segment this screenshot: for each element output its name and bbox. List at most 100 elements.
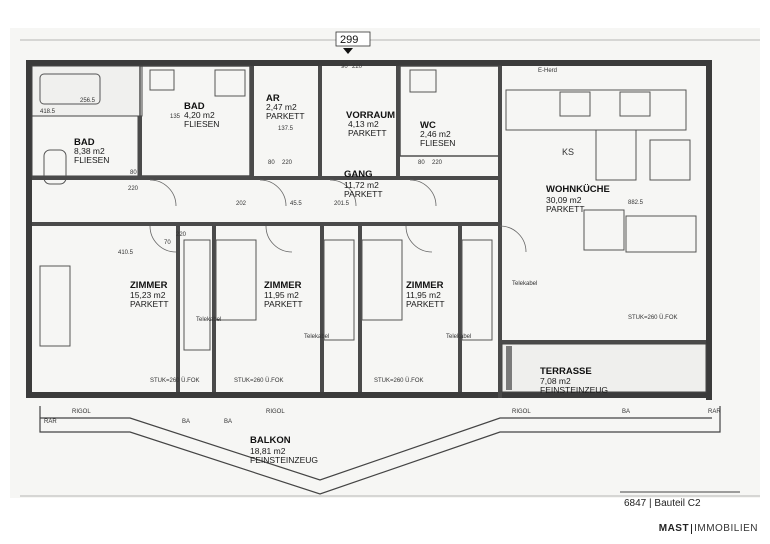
scale-ticks xyxy=(20,39,760,497)
service-band xyxy=(31,65,501,185)
internal-walls xyxy=(32,66,706,398)
telekabel-label-4: Telekabel xyxy=(446,334,471,340)
svg-text:FEINSTEINZEUG: FEINSTEINZEUG xyxy=(250,455,318,465)
svg-text:418.5: 418.5 xyxy=(40,109,56,115)
svg-text:FLIESEN: FLIESEN xyxy=(184,119,219,129)
svg-text:FLIESEN: FLIESEN xyxy=(420,138,455,148)
logo-divider xyxy=(691,523,693,534)
svg-text:80: 80 xyxy=(418,160,425,166)
svg-text:80: 80 xyxy=(130,170,137,176)
svg-text:2,47 m2: 2,47 m2 xyxy=(266,102,297,112)
svg-text:7,08 m2: 7,08 m2 xyxy=(540,376,571,386)
room-bad-2: BAD 8,38 m2 FLIESEN xyxy=(74,137,109,165)
svg-text:FLIESEN: FLIESEN xyxy=(74,155,109,165)
svg-text:2,46 m2: 2,46 m2 xyxy=(420,129,451,139)
svg-text:PARKETT: PARKETT xyxy=(546,204,585,214)
svg-text:BAD: BAD xyxy=(184,101,205,112)
svg-text:PARKETT: PARKETT xyxy=(264,299,303,309)
svg-text:PARKETT: PARKETT xyxy=(344,189,383,199)
svg-text:WC: WC xyxy=(420,120,436,131)
svg-text:220: 220 xyxy=(432,160,443,166)
rigol-label-3: RIGOL xyxy=(512,409,531,415)
company-logo: MAST IMMOBILIEN xyxy=(659,523,758,534)
room-wohnkueche: WOHNKÜCHE 30,09 m2 PARKETT xyxy=(546,184,610,214)
svg-text:201.5: 201.5 xyxy=(334,201,350,207)
ba-label-2: BA xyxy=(224,419,232,425)
eherd-label: E-Herd xyxy=(538,68,557,74)
svg-text:VORRAUM: VORRAUM xyxy=(346,110,395,121)
top-marker: 299 90 220 xyxy=(335,31,371,70)
svg-text:GANG: GANG xyxy=(344,169,373,180)
dimension-numbers: 80 220 70 220 80 220 80 220 256.5 418.5 … xyxy=(40,98,644,256)
kitchen-furniture xyxy=(505,89,697,253)
svg-text:8,38 m2: 8,38 m2 xyxy=(74,146,105,156)
room-vorraum: VORRAUM 4,13 m2 PARKETT xyxy=(346,110,395,138)
svg-text:BALKON: BALKON xyxy=(250,435,291,446)
stuk-label-4: STUK=260 Ü.FOK xyxy=(628,314,678,321)
svg-text:256.5: 256.5 xyxy=(80,98,96,104)
room-wc: WC 2,46 m2 FLIESEN xyxy=(420,120,455,148)
svg-text:PARKETT: PARKETT xyxy=(130,299,169,309)
room-ar: AR 2,47 m2 PARKETT xyxy=(266,93,305,121)
svg-text:220: 220 xyxy=(282,160,293,166)
outer-walls xyxy=(26,60,712,400)
svg-text:220: 220 xyxy=(128,186,139,192)
room-labels: BAD 4,20 m2 FLIESEN AR 2,47 m2 PARKETT V… xyxy=(74,93,610,465)
svg-text:70: 70 xyxy=(164,240,171,246)
ba-label-3: BA xyxy=(622,409,630,415)
svg-text:FEINSTEINZEUG: FEINSTEINZEUG xyxy=(540,385,608,395)
telekabel-label-3: Telekabel xyxy=(304,334,329,340)
svg-text:ZIMMER: ZIMMER xyxy=(406,280,444,291)
svg-text:BAD: BAD xyxy=(74,137,95,148)
svg-text:202: 202 xyxy=(236,201,247,207)
room-zimmer-2: ZIMMER 11,95 m2 PARKETT xyxy=(264,280,303,309)
svg-text:4,20 m2: 4,20 m2 xyxy=(184,110,215,120)
terrace-area xyxy=(501,343,707,393)
svg-text:PARKETT: PARKETT xyxy=(348,128,387,138)
svg-text:4,13 m2: 4,13 m2 xyxy=(348,119,379,129)
dim-top-1: 90 xyxy=(341,64,348,70)
svg-text:80: 80 xyxy=(268,160,275,166)
svg-text:PARKETT: PARKETT xyxy=(406,299,445,309)
svg-text:882.5: 882.5 xyxy=(628,200,644,206)
svg-text:45.5: 45.5 xyxy=(290,201,302,207)
room-balkon: BALKON 18,81 m2 FEINSTEINZEUG xyxy=(250,435,318,465)
stuk-label-3: STUK=260 Ü.FOK xyxy=(374,377,424,384)
svg-text:137.5: 137.5 xyxy=(278,126,294,132)
ba-label-1: BA xyxy=(182,419,190,425)
wardrobes xyxy=(39,239,493,351)
room-bad-1: BAD 4,20 m2 FLIESEN xyxy=(184,101,219,129)
ks-label: KS xyxy=(562,147,574,157)
svg-text:11,95 m2: 11,95 m2 xyxy=(264,290,299,300)
room-zimmer-3: ZIMMER 11,95 m2 PARKETT xyxy=(406,280,445,309)
dim-top-2: 220 xyxy=(352,64,363,70)
svg-text:ZIMMER: ZIMMER xyxy=(130,280,168,291)
svg-text:135: 135 xyxy=(170,114,181,120)
rigol-label-2: RIGOL xyxy=(266,409,285,415)
room-gang: GANG 11,72 m2 PARKETT xyxy=(344,169,383,199)
svg-text:220: 220 xyxy=(176,232,187,238)
stuk-label-1: STUK=260 Ü.FOK xyxy=(150,377,200,384)
stuk-label-2: STUK=260 Ü.FOK xyxy=(234,377,284,384)
svg-text:TERRASSE: TERRASSE xyxy=(540,366,592,377)
rar-label-1: RAR xyxy=(44,419,57,425)
svg-text:11,72 m2: 11,72 m2 xyxy=(344,180,379,190)
svg-text:PARKETT: PARKETT xyxy=(266,111,305,121)
svg-text:AR: AR xyxy=(266,93,280,104)
room-terrasse: TERRASSE 7,08 m2 FEINSTEINZEUG xyxy=(540,366,608,395)
door-swings xyxy=(149,179,527,253)
logo-part-a: MAST xyxy=(658,523,690,534)
room-zimmer-1: ZIMMER 15,23 m2 PARKETT xyxy=(130,280,169,309)
rar-label-2: RAR xyxy=(708,409,721,415)
svg-text:410.5: 410.5 xyxy=(118,250,134,256)
svg-text:ZIMMER: ZIMMER xyxy=(264,280,302,291)
telekabel-label-2: Telekabel xyxy=(196,317,221,323)
annotations: Telekabel Telekabel Telekabel Telekabel … xyxy=(44,68,721,425)
svg-text:15,23 m2: 15,23 m2 xyxy=(130,290,166,300)
svg-text:11,95 m2: 11,95 m2 xyxy=(406,290,441,300)
project-label: 6847 | Bauteil C2 xyxy=(624,498,701,509)
svg-text:30,09 m2: 30,09 m2 xyxy=(546,195,582,205)
logo-part-b: IMMOBILIEN xyxy=(694,523,758,534)
balcony-outline xyxy=(39,406,721,495)
